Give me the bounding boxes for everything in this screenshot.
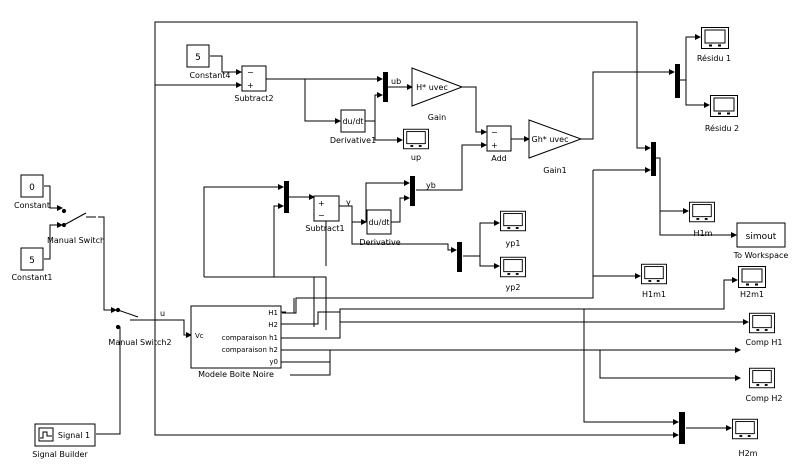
- mux-h1: [651, 142, 656, 176]
- scope-residu2-label: Résidu 2: [705, 123, 739, 133]
- scope-h1m1[interactable]: H1m1: [641, 263, 667, 299]
- signal-label-ub: ub: [391, 77, 401, 86]
- subtract2-minus-sign: −: [247, 68, 254, 77]
- derivative1-label: Derivative: [359, 238, 400, 247]
- scope-yp1-label: yp1: [506, 239, 521, 248]
- constant-block[interactable]: 0 Constant: [14, 174, 50, 210]
- subtract1-plus-sign: +: [318, 199, 325, 208]
- gain1-text: Gh* uvec: [532, 135, 569, 144]
- subtract1-minus-sign: −: [318, 211, 325, 220]
- mux-yp: [457, 242, 462, 272]
- mux-feedback: [284, 181, 289, 213]
- constant-label: Constant: [14, 201, 50, 210]
- scope-comp-h1[interactable]: Comp H1: [746, 312, 783, 347]
- signal-label-u: u: [160, 309, 165, 318]
- scope-comp-h2[interactable]: Comp H2: [746, 367, 783, 403]
- add-minus-sign: −: [491, 128, 498, 137]
- to-workspace-block[interactable]: simout To Workspace: [733, 222, 789, 260]
- mux-h2m: [679, 412, 685, 444]
- black-box-output-port: comparaison h1: [222, 334, 278, 342]
- black-box-input-port: Vc: [195, 332, 204, 340]
- scope-residu2[interactable]: Résidu 2: [705, 95, 739, 134]
- scope-residu1-label: Résidu 1: [697, 53, 731, 63]
- black-box-output-port: comparaison h2: [222, 346, 278, 354]
- to-workspace-label: To Workspace: [733, 251, 789, 260]
- subtract1-block[interactable]: + − Subtract1: [305, 195, 345, 233]
- mux-yb: [410, 176, 415, 206]
- derivative1-block[interactable]: du/dt Derivative: [359, 209, 401, 247]
- signal-lines: [44, 21, 749, 438]
- scope-h2m1[interactable]: H2m1: [738, 266, 766, 300]
- black-box-subsystem[interactable]: Vc H1 H2 comparaison h1 comparaison h2 y…: [190, 305, 282, 379]
- signal-label-yb: yb: [426, 181, 436, 190]
- black-box-output-port: y0: [269, 358, 278, 366]
- derivative-label: Derivative1: [330, 136, 376, 145]
- scope-comp-h2-label: Comp H2: [746, 394, 783, 403]
- signal-label-y: y: [346, 198, 351, 207]
- black-box-label: Modele Boite Noire: [198, 370, 274, 379]
- manual-switch-label: Manual Switch: [47, 236, 105, 245]
- scope-h1m1-label: H1m1: [642, 290, 666, 299]
- subtract1-label: Subtract1: [305, 224, 344, 233]
- gain-block[interactable]: H* uvec Gain: [411, 67, 464, 122]
- gain-label: Gain: [428, 113, 446, 122]
- mux-residus: [675, 64, 680, 98]
- manual-switch2-label: Manual Switch2: [108, 338, 171, 347]
- scope-h2m[interactable]: H2m: [732, 418, 758, 458]
- subtract2-label: Subtract2: [234, 94, 273, 103]
- signal-builder-label: Signal Builder: [32, 450, 88, 459]
- derivative-block[interactable]: du/dt Derivative1: [330, 109, 376, 145]
- mux-ub: [383, 72, 388, 102]
- constant4-label: Constant4: [189, 71, 230, 80]
- scope-yp2[interactable]: yp2: [500, 256, 526, 292]
- subtract2-block[interactable]: − + Subtract2: [234, 65, 274, 103]
- signal-builder-text: Signal 1: [58, 431, 90, 440]
- scope-up-label: up: [411, 153, 421, 162]
- gain1-label: Gain1: [543, 166, 566, 175]
- constant1-value: 5: [29, 256, 35, 266]
- derivative1-text: du/dt: [368, 218, 389, 227]
- constant4-block[interactable]: 5 Constant4: [186, 44, 231, 80]
- gain1-block[interactable]: Gh* uvec Gain1: [528, 119, 583, 175]
- manual-switch2[interactable]: Manual Switch2: [108, 307, 172, 347]
- constant4-value: 5: [195, 53, 201, 63]
- constant1-label: Constant1: [11, 273, 52, 282]
- subtract2-plus-sign: +: [247, 81, 254, 90]
- scope-comp-h1-label: Comp H1: [746, 338, 783, 347]
- add-block[interactable]: − + Add: [486, 125, 512, 163]
- scope-h1m-label: H1m: [694, 229, 713, 238]
- scope-h1m[interactable]: H1m: [689, 201, 715, 238]
- mux-bars: [284, 64, 685, 444]
- black-box-output-port: H1: [268, 309, 278, 317]
- scope-yp1[interactable]: yp1: [500, 210, 526, 248]
- add-label: Add: [491, 154, 507, 163]
- constant-value: 0: [29, 183, 35, 193]
- scope-h2m1-label: H2m1: [740, 290, 764, 299]
- scope-up[interactable]: up: [403, 128, 429, 162]
- derivative-text: du/dt: [342, 117, 363, 126]
- add-plus-sign: +: [491, 141, 498, 150]
- scope-yp2-label: yp2: [506, 283, 521, 292]
- manual-switch[interactable]: Manual Switch: [47, 208, 105, 245]
- signal-builder-block[interactable]: Signal 1 Signal Builder: [32, 423, 96, 459]
- black-box-output-port: H2: [268, 321, 278, 329]
- to-workspace-text: simout: [746, 232, 777, 242]
- constant1-block[interactable]: 5 Constant1: [11, 247, 53, 282]
- scope-residu1[interactable]: Résidu 1: [697, 27, 731, 64]
- scope-h2m-label: H2m: [739, 449, 758, 458]
- gain-text: H* uvec: [416, 83, 448, 92]
